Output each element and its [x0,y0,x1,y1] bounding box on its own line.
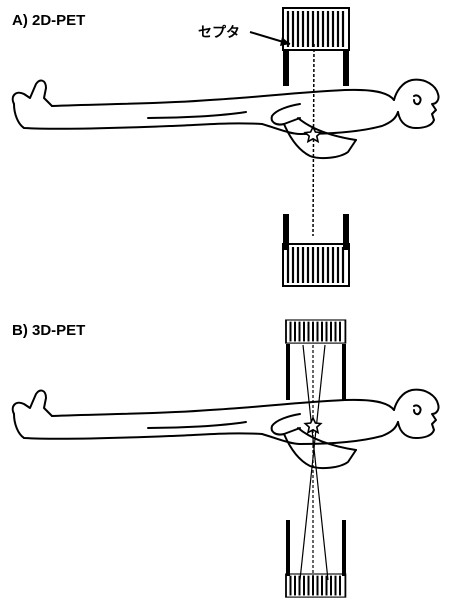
panel-a-scanner [13,8,439,286]
top-septa-b [286,320,346,400]
patient-a [13,80,439,158]
source-star-icon [305,418,321,433]
panel-b-scanner [13,320,439,597]
patient-b [13,390,439,468]
bottom-septa-b [286,520,346,597]
top-septa-a [283,8,349,86]
bottom-septa-a [283,214,349,286]
